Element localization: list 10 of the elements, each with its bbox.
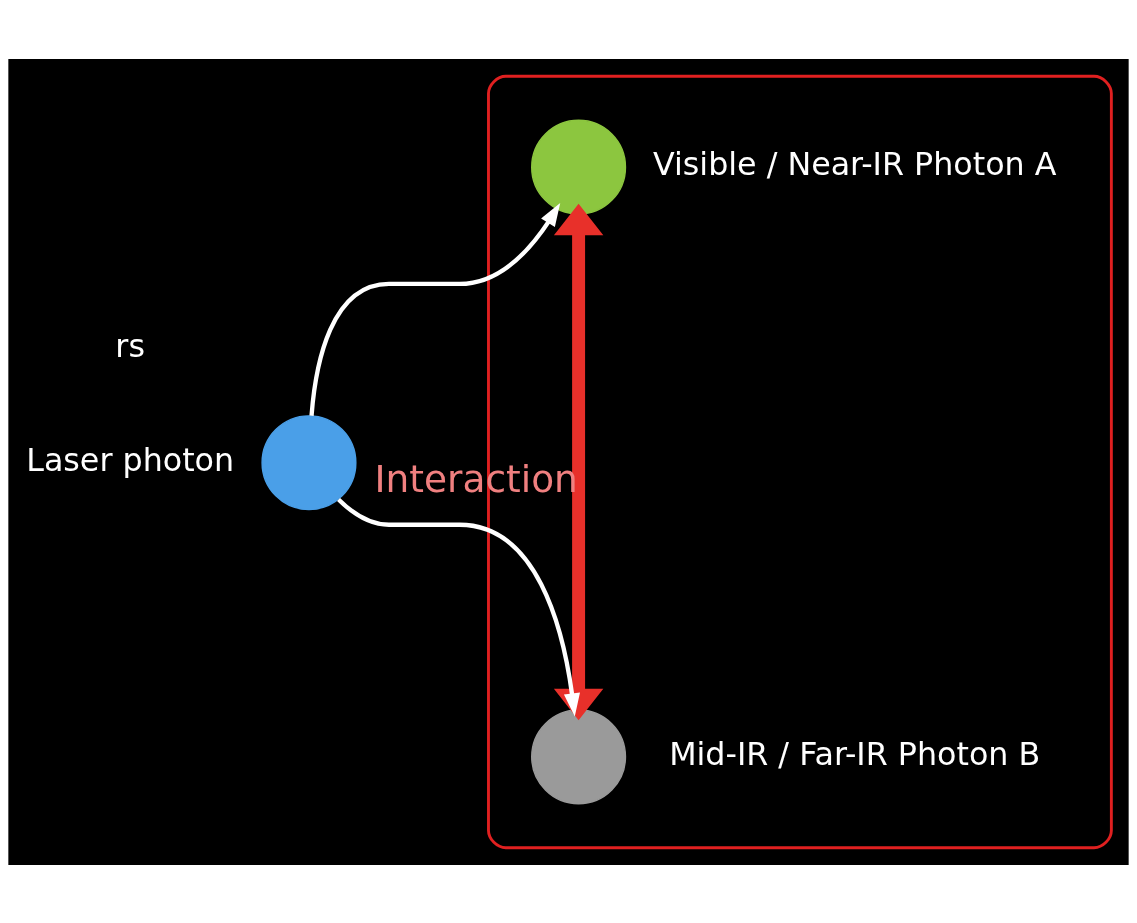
arrow [553, 203, 604, 720]
label: rs [115, 327, 145, 364]
node-circle [261, 414, 357, 510]
node-label: Visible / Near-IR Photon A [652, 145, 1057, 182]
node-label: Mid-IR / Far-IR Photon B [669, 735, 1041, 772]
arrow [337, 497, 580, 716]
node-circle [531, 119, 627, 215]
node-circle [531, 708, 627, 804]
node-label: Laser photon [26, 441, 235, 478]
arrow [309, 202, 561, 416]
